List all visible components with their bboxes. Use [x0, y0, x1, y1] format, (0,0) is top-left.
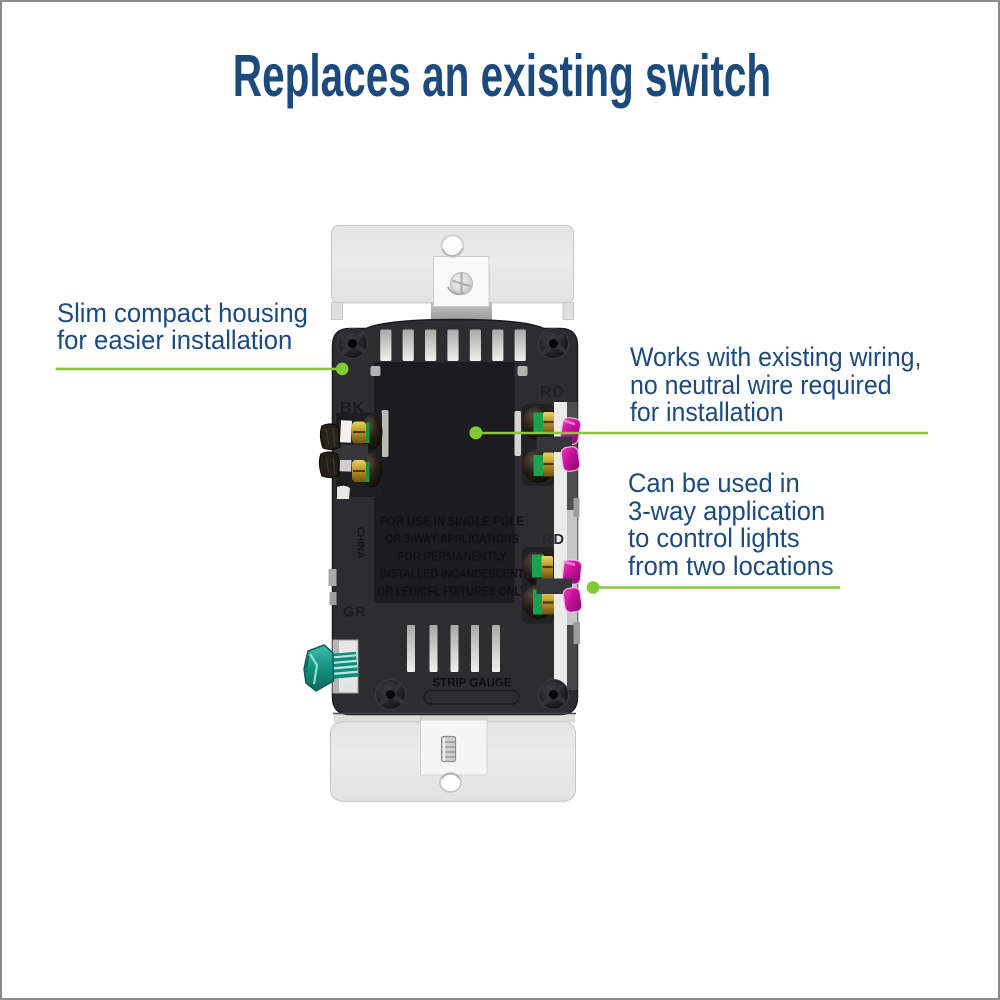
- svg-text:STRIP GAUGE: STRIP GAUGE: [433, 678, 512, 690]
- svg-text:INSTALLED INCANDESCENT: INSTALLED INCANDESCENT: [380, 567, 524, 581]
- svg-text:OR LED/CFL FIXTURES ONLY: OR LED/CFL FIXTURES ONLY: [377, 585, 528, 599]
- svg-text:FOR USE IN SINGLE POLE: FOR USE IN SINGLE POLE: [380, 515, 524, 529]
- svg-text:CHINA: CHINA: [355, 527, 366, 559]
- svg-text:GR: GR: [343, 605, 367, 621]
- svg-text:RD: RD: [542, 532, 565, 548]
- svg-text:OR 3-WAY APPLICATIONS: OR 3-WAY APPLICATIONS: [385, 532, 519, 546]
- svg-text:BK: BK: [340, 400, 365, 417]
- svg-text:RD: RD: [540, 384, 565, 401]
- svg-text:FOR PERMANENTLY: FOR PERMANENTLY: [398, 550, 508, 564]
